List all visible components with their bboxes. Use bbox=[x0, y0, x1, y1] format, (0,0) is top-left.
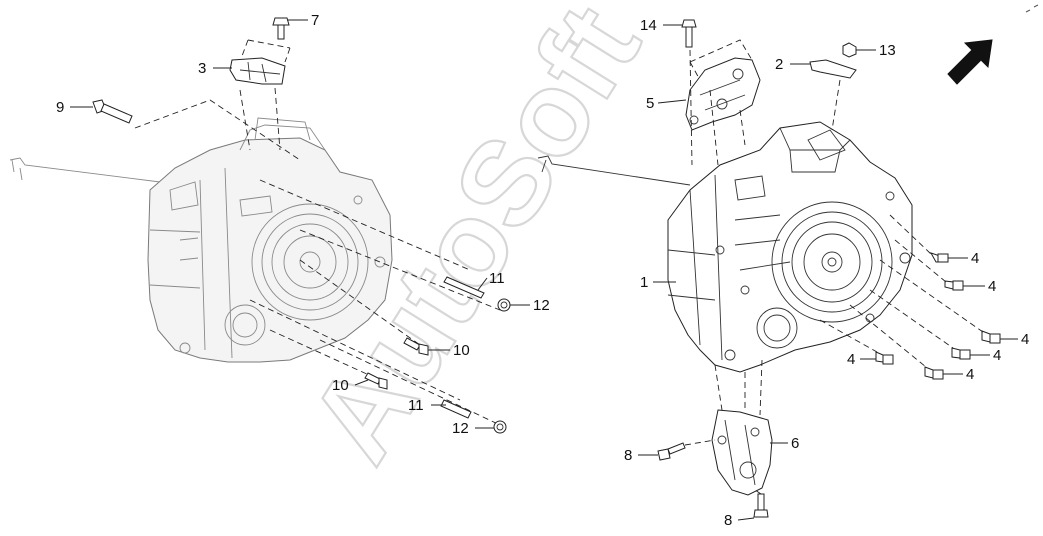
callout-8-a: 8 bbox=[624, 447, 632, 464]
part-13-nut bbox=[842, 42, 857, 58]
part-4-bolt-a bbox=[929, 252, 949, 263]
callout-5: 5 bbox=[646, 95, 654, 112]
part-5-mount-bracket bbox=[685, 39, 761, 131]
callout-10-b: 10 bbox=[332, 377, 349, 394]
callout-11-b: 11 bbox=[408, 397, 424, 414]
part-2-clip bbox=[809, 59, 857, 79]
right-dipstick bbox=[537, 155, 691, 186]
part-8-bolt-b bbox=[753, 493, 769, 518]
part-6-lower-mount bbox=[711, 409, 773, 496]
part-4-bolt-d bbox=[951, 347, 971, 360]
part-10-bolt-a bbox=[403, 337, 429, 356]
part-12-nut-a bbox=[497, 298, 511, 312]
part-4-bolt-f bbox=[924, 366, 944, 380]
callout-10-a: 10 bbox=[453, 342, 470, 359]
callout-4-c: 4 bbox=[1021, 331, 1029, 348]
part-7-bolt bbox=[272, 17, 290, 40]
right-transmission-assembly bbox=[537, 121, 913, 373]
callout-4-f: 4 bbox=[966, 366, 974, 383]
callout-11-a: 11 bbox=[489, 270, 505, 287]
left-housing bbox=[147, 137, 393, 363]
callout-leaders bbox=[70, 19, 1018, 521]
callout-14: 14 bbox=[640, 17, 657, 34]
callout-9: 9 bbox=[56, 99, 64, 116]
part-11-stud-a bbox=[443, 276, 485, 299]
callout-3: 3 bbox=[198, 60, 206, 77]
part-10-bolt-b bbox=[364, 372, 388, 390]
right-housing bbox=[667, 121, 913, 373]
part-9-bolt bbox=[92, 99, 133, 124]
callout-4-b: 4 bbox=[988, 278, 996, 295]
part-12-nut-b bbox=[493, 420, 507, 434]
callout-13: 13 bbox=[879, 42, 896, 59]
callout-4-e: 4 bbox=[847, 351, 855, 368]
corner-marker-icon bbox=[1025, 4, 1039, 13]
part-4-bolt-e bbox=[875, 351, 894, 365]
front-direction-arrow-icon bbox=[947, 39, 993, 85]
callout-1: 1 bbox=[640, 274, 648, 291]
left-transmission-assembly bbox=[9, 117, 393, 363]
part-11-stud-b bbox=[440, 399, 472, 419]
left-dipstick bbox=[9, 157, 161, 183]
callout-8-b: 8 bbox=[724, 512, 732, 529]
part-4-bolt-c bbox=[981, 330, 1001, 344]
part-4-bolt-b bbox=[944, 280, 964, 291]
part-8-bolt-a bbox=[657, 442, 686, 461]
callout-7: 7 bbox=[311, 12, 319, 29]
callout-6: 6 bbox=[791, 435, 799, 452]
callout-4-d: 4 bbox=[993, 347, 1001, 364]
callout-12-a: 12 bbox=[533, 297, 550, 314]
part-14-bolt bbox=[681, 19, 697, 48]
callout-12-b: 12 bbox=[452, 420, 469, 437]
callout-4-a: 4 bbox=[971, 250, 979, 267]
part-3-bracket bbox=[229, 39, 291, 85]
callout-2: 2 bbox=[775, 56, 783, 73]
